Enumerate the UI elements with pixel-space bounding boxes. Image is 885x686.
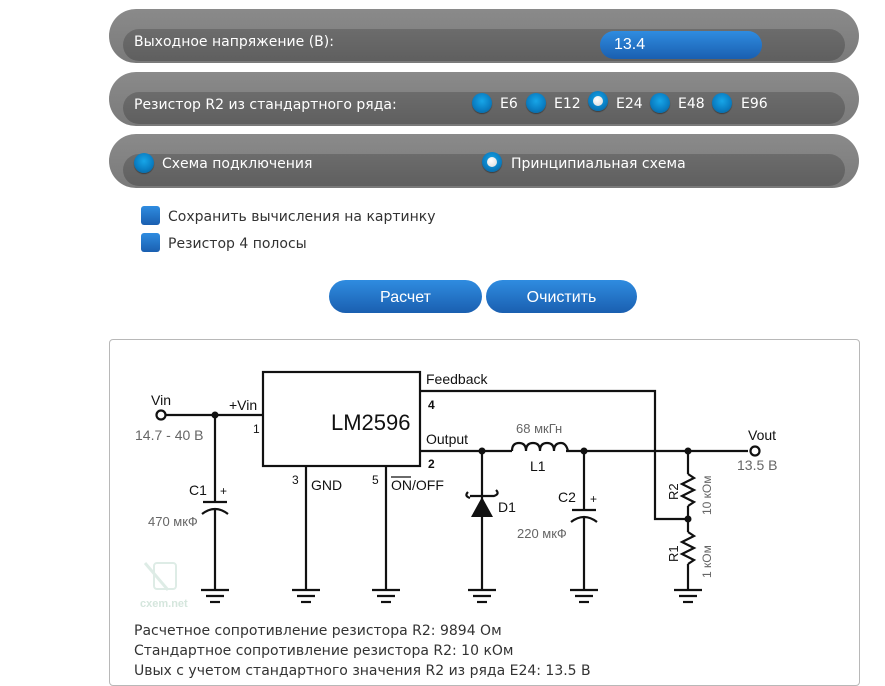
- checkbox[interactable]: [141, 233, 160, 252]
- vout-label: Vout: [748, 427, 776, 443]
- clear-button[interactable]: Очистить: [486, 280, 637, 313]
- radio-label: E24: [616, 96, 643, 112]
- radio-label: E48: [678, 96, 705, 112]
- resistor-series-row: Резистор R2 из стандартного ряда: E6 E12…: [109, 72, 859, 126]
- d1-label: D1: [498, 499, 516, 515]
- pin1-label: 1: [253, 422, 260, 436]
- checkbox-label: Резистор 4 полосы: [168, 236, 307, 252]
- radio-label: Принципиальная схема: [511, 156, 686, 172]
- chip-label: LM2596: [331, 410, 411, 435]
- output-voltage-input[interactable]: [600, 31, 762, 59]
- d1-cathode: [465, 489, 499, 500]
- c1-plate-bottom: [201, 507, 229, 515]
- junction-dot: [684, 515, 692, 523]
- radio-label: E12: [554, 96, 581, 112]
- junction-dot: [684, 447, 692, 455]
- radio-button[interactable]: [588, 91, 608, 111]
- result-line-standard-r2: Стандартное сопротивление резистора R2: …: [134, 643, 514, 659]
- diagram-type-row: Схема подключения Принципиальная схема: [109, 134, 859, 188]
- radio-button[interactable]: [482, 152, 502, 172]
- onoff-label: ON/OFF: [391, 477, 444, 493]
- radio-button[interactable]: [472, 93, 492, 113]
- ground-c2: [570, 588, 598, 604]
- r2-label: R2: [666, 483, 681, 500]
- radio-button[interactable]: [712, 93, 732, 113]
- checkbox-label: Сохранить вычисления на картинку: [168, 209, 436, 225]
- c2-plus: +: [590, 492, 597, 506]
- resistor-series-label: Резистор R2 из стандартного ряда:: [134, 97, 397, 113]
- gnd-label: GND: [311, 477, 342, 493]
- junction-dot: [580, 447, 588, 455]
- vin-label: Vin: [151, 392, 171, 408]
- l1-inductor: [510, 441, 570, 452]
- radio-label: E96: [741, 96, 768, 112]
- ground-gnd: [292, 588, 320, 604]
- ground-d1: [468, 588, 496, 604]
- cxem-logo-icon: [143, 562, 177, 591]
- ground-c1: [201, 588, 229, 604]
- pin3-label: 3: [292, 473, 299, 487]
- wire-feedback: [420, 389, 688, 521]
- r1-resistor: [679, 531, 697, 565]
- r1-value: 1 кОм: [700, 545, 714, 578]
- c2-plate-bottom: [570, 515, 598, 523]
- output-label: Output: [426, 431, 468, 447]
- lm2596-chip: [261, 370, 422, 468]
- vin-range-label: 14.7 - 40 В: [135, 427, 204, 443]
- feedback-label: Feedback: [426, 371, 488, 387]
- vout-value: 13.5 В: [737, 457, 777, 473]
- pin-vin-label: +Vin: [229, 397, 257, 413]
- vin-terminal-icon: [155, 409, 167, 421]
- junction-dot: [211, 411, 219, 419]
- pin4-label: 4: [428, 398, 435, 412]
- c1-label: C1: [189, 482, 207, 498]
- result-line-calculated-r2: Расчетное сопротивление резистора R2: 98…: [134, 623, 502, 639]
- calculate-button[interactable]: Расчет: [329, 280, 482, 313]
- radio-button[interactable]: [526, 93, 546, 113]
- result-line-vout: Uвых с учетом стандартного значения R2 и…: [134, 663, 591, 679]
- d1-diode-icon: [471, 497, 493, 517]
- radio-label: E6: [500, 96, 518, 112]
- radio-label: Схема подключения: [162, 156, 313, 172]
- l1-label: L1: [530, 458, 546, 474]
- junction-dot: [478, 447, 486, 455]
- vout-terminal-icon: [749, 445, 761, 457]
- r2-value: 10 кОм: [700, 475, 714, 515]
- c2-label: C2: [558, 489, 576, 505]
- output-voltage-row: Выходное напряжение (В):: [109, 9, 859, 63]
- l1-value: 68 мкГн: [516, 421, 562, 436]
- r1-label: R1: [666, 545, 681, 562]
- c1-value: 470 мкФ: [148, 514, 198, 529]
- output-voltage-label: Выходное напряжение (В):: [134, 34, 334, 50]
- c2-value: 220 мкФ: [517, 526, 567, 541]
- r2-resistor: [679, 473, 697, 507]
- pin5-label: 5: [372, 473, 379, 487]
- checkbox[interactable]: [141, 206, 160, 225]
- c1-plus: +: [220, 484, 227, 498]
- radio-button[interactable]: [650, 93, 670, 113]
- ground-r1: [674, 588, 702, 604]
- ground-onoff: [372, 588, 400, 604]
- pin2-label: 2: [428, 457, 435, 471]
- watermark-text: cxem.net: [140, 598, 188, 610]
- radio-button[interactable]: [134, 153, 154, 173]
